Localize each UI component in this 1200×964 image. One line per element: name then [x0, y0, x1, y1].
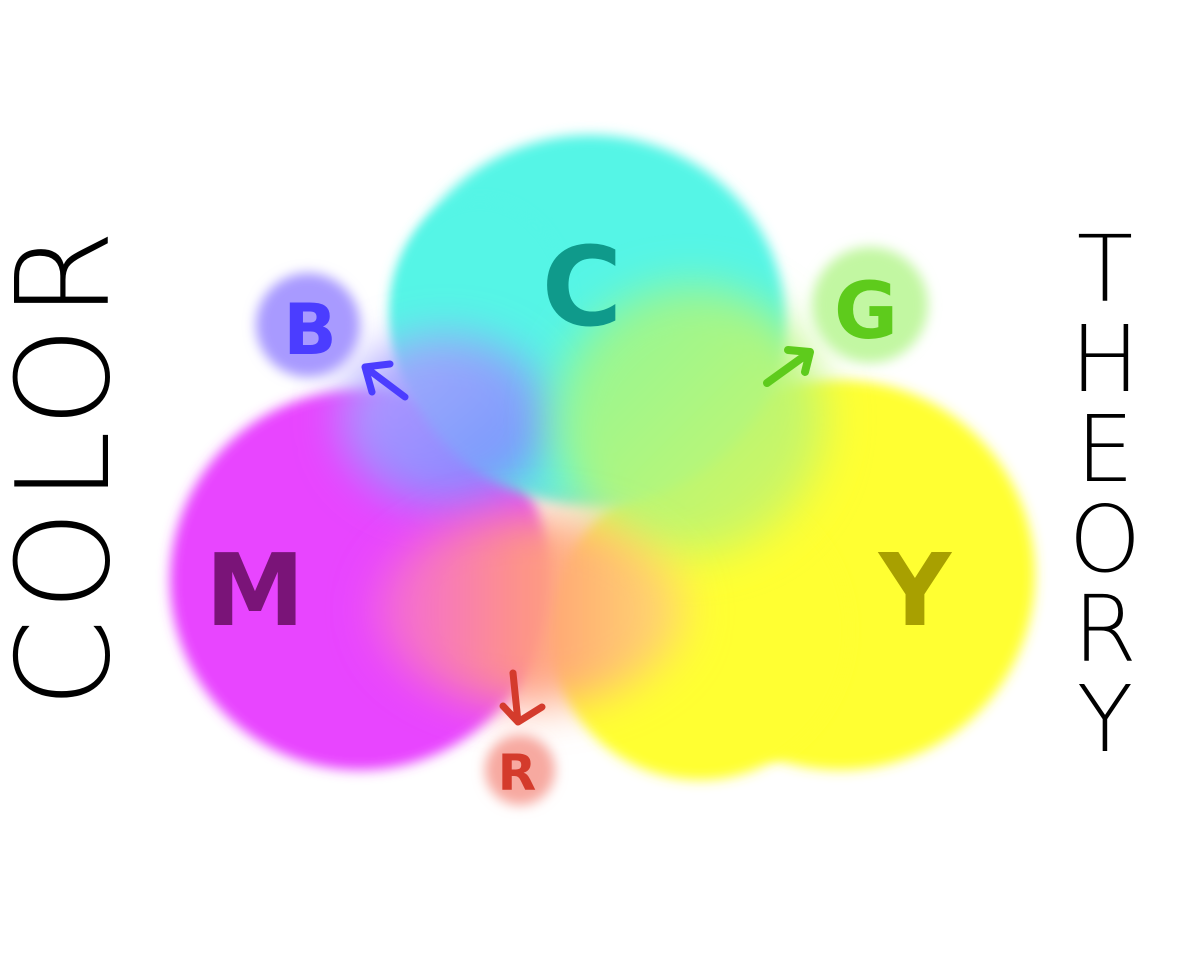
green-mix-bubble: G	[812, 247, 928, 363]
title-right-letter: Y	[1076, 666, 1134, 773]
red-label: R	[498, 744, 537, 802]
yellow-label: Y	[878, 532, 953, 649]
title-left-text: COLOR	[0, 221, 139, 709]
blue-arrow	[361, 360, 409, 401]
cyan-label: C	[542, 223, 623, 351]
title-right-letter: R	[1073, 576, 1137, 683]
title-right-letter: H	[1070, 306, 1140, 413]
blue-label: B	[283, 289, 336, 371]
green-overlap-region	[555, 285, 825, 555]
red-mix-bubble: R	[485, 735, 555, 805]
title-right-letter: E	[1075, 396, 1135, 503]
magenta-label: M	[205, 532, 305, 649]
green-label: G	[834, 267, 898, 357]
red-overlap-region	[375, 515, 685, 705]
title-right-letter: O	[1068, 486, 1142, 593]
title-left-word: COLOR	[0, 185, 139, 745]
blue-mix-bubble: B	[256, 273, 360, 377]
title-right-letter: T	[1076, 216, 1134, 323]
green-arrow	[763, 346, 814, 387]
blue-overlap-region	[340, 335, 550, 505]
red-arrow	[499, 669, 546, 726]
